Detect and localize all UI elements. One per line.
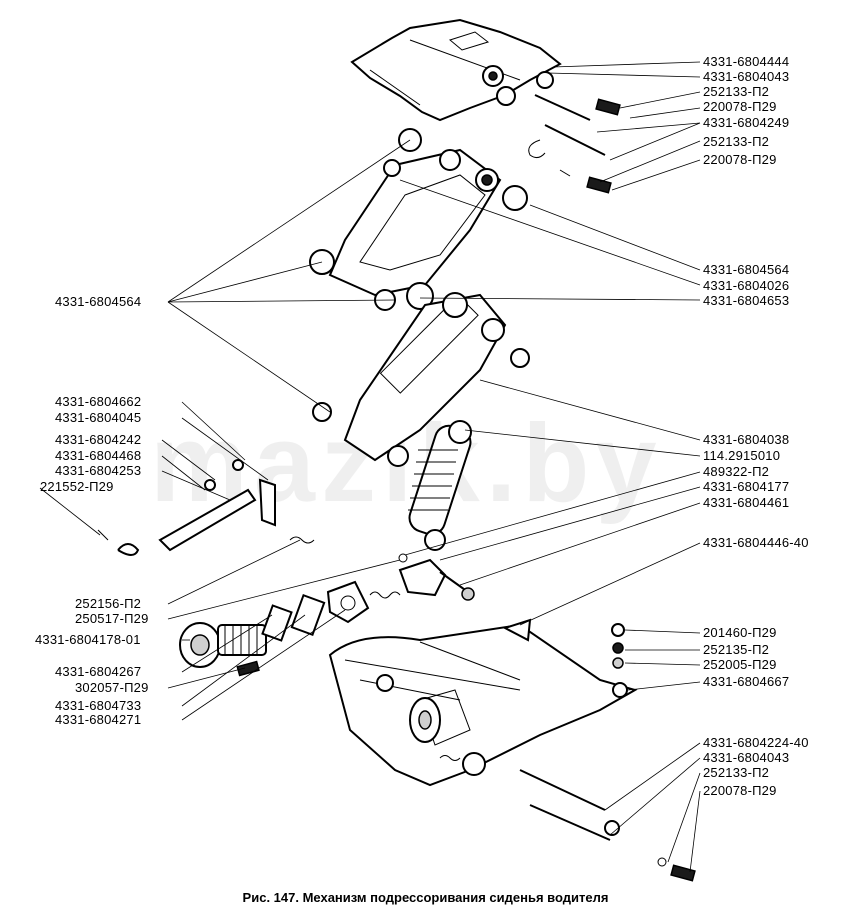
base-frame: [328, 618, 638, 787]
part-label: 4331-6804468: [55, 448, 142, 463]
part-label: 4331-6804045: [55, 410, 142, 425]
part-label: 4331-6804043: [703, 750, 790, 765]
part-label: 252133-П2: [703, 134, 770, 149]
part-label: 4331-6804653: [703, 293, 790, 308]
adjuster-lever: [97, 459, 315, 556]
part-label: 4331-6804253: [55, 463, 142, 478]
part-label: 4331-6804446-40: [703, 535, 809, 550]
part-label: 220078-П29: [703, 783, 777, 798]
top-mounting-plate: [350, 18, 562, 122]
part-label: 4331-6804461: [703, 495, 790, 510]
part-label: 4331-6804733: [55, 698, 142, 713]
upper-scissor-arm: [309, 128, 528, 311]
adjuster-knob: [179, 580, 370, 677]
part-label: 302057-П29: [75, 680, 149, 695]
shock-absorber: [408, 420, 472, 551]
part-label: 4331-6804271: [55, 712, 142, 727]
part-label: 252156-П2: [75, 596, 142, 611]
part-label: 252133-П2: [703, 765, 770, 780]
upper-pins: [528, 94, 621, 194]
figure-caption: Рис. 147. Механизм подрессоривания сиден…: [242, 890, 609, 905]
lower-scissor-arm: [312, 292, 530, 467]
part-label: 4331-6804224-40: [703, 735, 809, 750]
part-label: 4331-6804038: [703, 432, 790, 447]
part-label: 114.2915010: [703, 448, 781, 463]
part-label: 201460-П29: [703, 625, 777, 640]
bottom-pins: [519, 769, 696, 882]
part-label: 4331-6804444: [703, 54, 790, 69]
part-label: 220078-П29: [703, 152, 777, 167]
part-label: 4331-6804242: [55, 432, 142, 447]
part-label: 4331-6804177: [703, 479, 790, 494]
part-label: 4331-6804043: [703, 69, 790, 84]
part-label: 4331-6804564: [703, 262, 790, 277]
part-label: 252135-П2: [703, 642, 770, 657]
clevis-bracket: [369, 553, 475, 601]
part-label: 489322-П2: [703, 464, 770, 479]
part-label: 4331-6804667: [703, 674, 790, 689]
leader-lines-left: [39, 139, 411, 721]
part-label: 4331-6804662: [55, 394, 142, 409]
part-label: 220078-П29: [703, 99, 777, 114]
part-label: 250517-П29: [75, 611, 149, 626]
part-label: 4331-6804267: [55, 664, 142, 679]
part-label: 4331-6804178-01: [35, 632, 141, 647]
part-label: 252133-П2: [703, 84, 770, 99]
part-label: 4331-6804026: [703, 278, 790, 293]
part-label: 4331-6804249: [703, 115, 790, 130]
part-label: 221552-П29: [40, 479, 114, 494]
leader-lines-right: [399, 61, 701, 873]
part-label: 252005-П29: [703, 657, 777, 672]
part-label: 4331-6804564: [55, 294, 142, 309]
